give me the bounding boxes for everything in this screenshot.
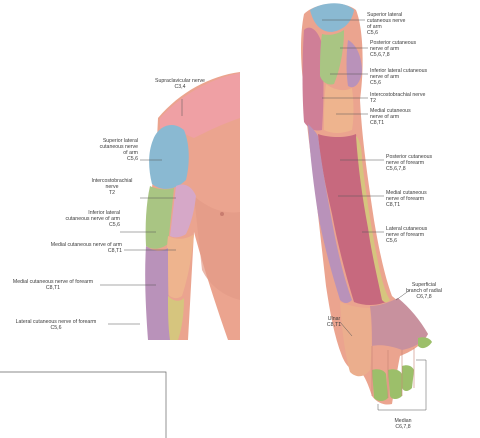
label-roots: T2 xyxy=(108,190,116,196)
label-medial-arm-back: Medial cutaneous nerve of arm C8,T1 xyxy=(370,108,411,126)
inferior-lateral-region-back xyxy=(320,30,344,85)
label-line: Superior lateral xyxy=(102,138,138,144)
label-line: Inferior lateral xyxy=(88,210,120,216)
label-ulnar: Ulnar C8,T1 xyxy=(322,316,346,328)
label-roots: C6,7,8 xyxy=(395,424,411,430)
anterior-arm-view xyxy=(145,72,240,340)
label-supraclavicular: Supraclavicular nerve C3,4 xyxy=(142,78,218,90)
label-line: nerve of arm xyxy=(370,46,400,52)
label-name: Intercostobrachial nerve xyxy=(370,92,426,98)
lateral-forearm-region-front xyxy=(168,296,184,340)
label-lateral-forearm-back: Lateral cutaneous nerve of forearm C5,6 xyxy=(386,226,427,244)
median-finger-2 xyxy=(388,369,402,399)
posterior-arm-region-back xyxy=(302,27,324,131)
label-roots: C8,T1 xyxy=(326,322,342,328)
label-line: Superior lateral xyxy=(367,12,403,18)
label-line: Lateral cutaneous xyxy=(386,226,428,232)
label-roots: C8,T1 xyxy=(370,120,385,126)
label-line: of arm xyxy=(367,24,382,30)
label-name: Ulnar xyxy=(327,316,341,322)
label-line: cutaneous nerve of arm xyxy=(65,216,121,222)
median-finger-1 xyxy=(372,369,388,401)
label-medial-forearm-back: Medial cutaneous nerve of forearm C8,T1 xyxy=(386,190,427,208)
label-line: nerve of arm xyxy=(370,74,400,80)
label-line: Medial cutaneous xyxy=(370,108,411,114)
label-name: Medial cutaneous nerve of forearm xyxy=(12,279,94,285)
label-line: branch of radial xyxy=(406,288,442,294)
label-roots: C5,6,7,8 xyxy=(370,52,390,58)
label-roots: C8,T1 xyxy=(107,248,122,254)
leader-lines xyxy=(100,19,427,411)
label-posterior-forearm-back: Posterior cutaneous nerve of forearm C5,… xyxy=(386,154,432,172)
label-line: cutaneous nerve xyxy=(99,144,138,150)
label-name: Median xyxy=(394,418,412,424)
label-roots: C3,4 xyxy=(174,84,186,90)
median-thumb-tip xyxy=(418,337,432,349)
label-roots: C5,6 xyxy=(50,325,62,331)
label-intercostobrachial-front: Intercostobrachial nerve T2 xyxy=(84,178,140,196)
chest-shading xyxy=(194,196,240,300)
intercostobrachial-region-back xyxy=(346,40,362,88)
label-roots: C5,6 xyxy=(109,222,120,228)
inferior-lateral-region-front xyxy=(145,186,174,249)
label-medial-arm-front: Medial cutaneous nerve of arm C8,T1 xyxy=(34,242,122,254)
label-line: Inferior lateral cutaneous xyxy=(370,68,428,74)
label-lateral-forearm-front: Lateral cutaneous nerve of forearm C5,6 xyxy=(4,319,108,331)
label-line: cutaneous nerve xyxy=(367,18,406,24)
label-line: Medial cutaneous xyxy=(386,190,427,196)
label-line: Posterior cutaneous xyxy=(386,154,433,160)
label-line: nerve of forearm xyxy=(386,196,425,202)
label-name: Medial cutaneous nerve of arm xyxy=(50,242,122,248)
superior-lateral-region-front xyxy=(149,125,189,189)
superficial-radial-region xyxy=(370,298,428,350)
medial-arm-region-back xyxy=(324,84,354,133)
label-name: Supraclavicular nerve xyxy=(155,78,205,84)
label-roots: T2 xyxy=(370,98,377,104)
label-line: of arm xyxy=(123,150,138,156)
label-roots: C8,T1 xyxy=(45,285,61,291)
supraclavicular-region xyxy=(160,73,240,138)
intercostobrachial-region-front xyxy=(170,184,196,238)
label-roots: C5,6 xyxy=(127,156,138,162)
nipple xyxy=(220,212,224,216)
label-inferior-lateral-back: Inferior lateral cutaneous nerve of arm … xyxy=(370,68,427,86)
label-roots: C6,7,8 xyxy=(416,294,432,300)
finger-lines xyxy=(371,346,415,398)
label-roots: C5,6,7,8 xyxy=(386,166,406,172)
label-superior-lateral-back: Superior lateral cutaneous nerve of arm … xyxy=(367,12,405,36)
label-line: Intercostobrachial xyxy=(91,178,133,184)
label-superior-lateral-front: Superior lateral cutaneous nerve of arm … xyxy=(82,138,138,162)
label-line: Superficial xyxy=(411,282,437,288)
label-superficial-radial: Superficial branch of radial C6,7,8 xyxy=(398,282,450,300)
label-roots: C5,6 xyxy=(370,80,381,86)
label-line: nerve xyxy=(105,184,119,190)
label-roots: C5,6 xyxy=(367,30,378,36)
medial-forearm-region-front xyxy=(145,246,170,340)
label-inferior-lateral-front: Inferior lateral cutaneous nerve of arm … xyxy=(60,210,121,228)
lateral-forearm-region-back xyxy=(356,136,390,303)
ulnar-hand-region xyxy=(340,302,372,377)
label-line: Posterior cutaneous xyxy=(370,40,417,46)
label-line: nerve of forearm xyxy=(386,232,425,238)
median-finger-3 xyxy=(402,365,414,391)
panel-border xyxy=(0,371,167,438)
label-median: Median C6,7,8 xyxy=(388,418,418,430)
superior-lateral-region-back xyxy=(310,3,354,32)
posterior-forearm-region-back xyxy=(318,134,386,305)
label-line: nerve of arm xyxy=(370,114,400,120)
label-roots: C5,6 xyxy=(386,238,397,244)
label-line: nerve of forearm xyxy=(386,160,425,166)
label-name: Lateral cutaneous nerve of forearm xyxy=(15,319,97,325)
posterior-arm-view xyxy=(301,3,432,405)
label-roots: C8,T1 xyxy=(386,202,401,208)
medial-forearm-region-back xyxy=(308,124,352,303)
label-posterior-arm-back: Posterior cutaneous nerve of arm C5,6,7,… xyxy=(370,40,416,58)
label-intercostobrachial-back: Intercostobrachial nerve T2 xyxy=(370,92,425,104)
label-medial-forearm-front: Medial cutaneous nerve of forearm C8,T1 xyxy=(6,279,100,291)
